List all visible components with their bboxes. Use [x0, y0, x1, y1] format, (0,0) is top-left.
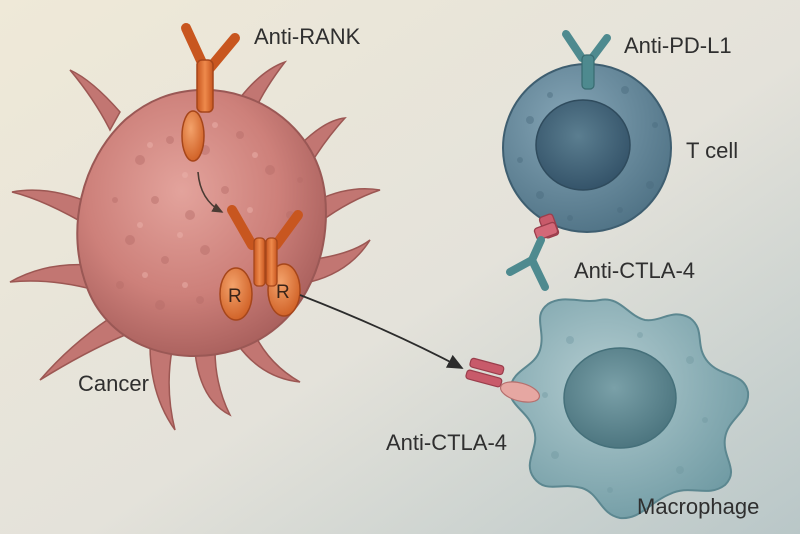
cancer-to-macrophage-arrow: [299, 294, 464, 369]
receptor-label: R: [276, 282, 290, 303]
cancer-cell: [9, 60, 381, 431]
cancer-tentacle: [9, 263, 96, 292]
t-cell: [502, 63, 672, 233]
cancer-tentacle: [194, 349, 232, 417]
cancer-tentacle: [149, 344, 176, 431]
anti-ctla-4-antibody-top: [506, 236, 549, 291]
ctla-4-receptor: [533, 213, 560, 241]
cancer-tentacle: [236, 333, 301, 383]
anti-ctla-4-antibody-bottom: [465, 357, 541, 403]
anti-rank-label: Anti-RANK: [254, 24, 361, 49]
cancer-tentacle: [307, 239, 371, 283]
t-cell-nucleus: [535, 99, 631, 191]
binding-arrow: [197, 171, 224, 213]
macrophage-nucleus: [563, 347, 677, 449]
rank-receptor-left: R: [219, 267, 253, 321]
cancer-tentacle: [11, 189, 96, 230]
bound-anti-rank-antibody: [227, 205, 303, 287]
cancer-tentacle: [317, 188, 381, 224]
macrophage: [508, 298, 750, 520]
anti-ctla-4-top-label: Anti-CTLA-4: [574, 258, 696, 283]
cancer-tentacle: [69, 69, 121, 132]
anti-pd-l1-label: Anti-PD-L1: [624, 33, 732, 58]
anti-pd-l1-antibody: [562, 30, 611, 90]
macrophage-label: Macrophage: [637, 494, 760, 519]
anti-rank-antibody: [181, 23, 240, 162]
receptor-label: R: [228, 286, 242, 307]
cancer-body: [76, 88, 327, 358]
t-cell-label: T cell: [686, 138, 739, 163]
cancer-label: Cancer: [78, 371, 149, 396]
anti-ctla-4-bottom-label: Anti-CTLA-4: [386, 430, 508, 455]
cancer-tentacle: [39, 317, 127, 381]
